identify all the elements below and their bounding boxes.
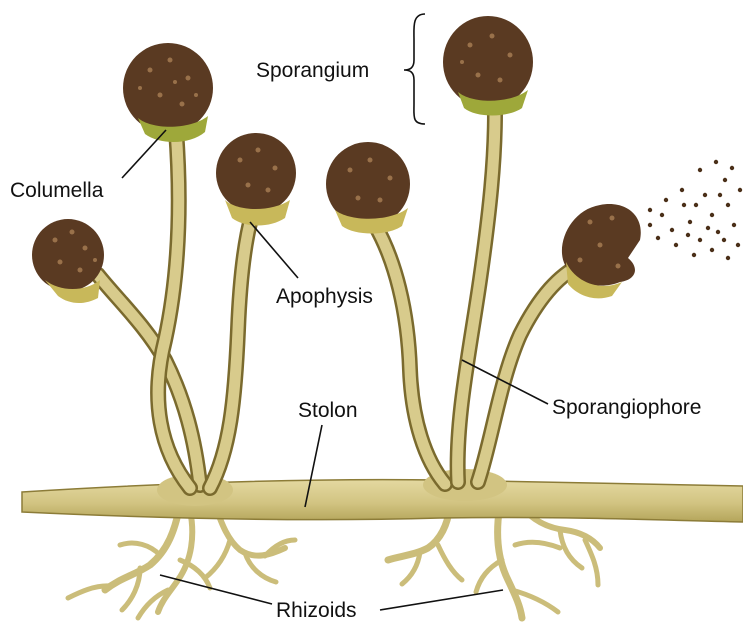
label-sporangium: Sporangium <box>256 59 369 82</box>
sporangium-center <box>326 142 410 234</box>
stolon <box>22 469 743 522</box>
stolon-body <box>22 480 743 522</box>
sporangium-top-left <box>123 43 213 142</box>
apophysis-leader <box>250 222 298 278</box>
sporangium-middle-left <box>216 133 296 226</box>
sporangium-bracket <box>404 14 425 124</box>
rhizoid-left-b <box>68 543 160 610</box>
sporangium-bursting <box>562 204 641 298</box>
label-sporangiophore: Sporangiophore <box>552 396 701 419</box>
sporangiophore-1 <box>98 275 200 485</box>
rhizoid-left-f <box>205 540 295 582</box>
label-columella: Columella <box>10 179 104 202</box>
rhizoids-leader-right <box>380 590 503 610</box>
released-spores <box>648 160 742 260</box>
label-rhizoids: Rhizoids <box>276 599 357 622</box>
columella-leader <box>122 130 166 178</box>
rhizoids-leader-left <box>160 575 272 604</box>
labels: Sporangium Columella Apophysis Stolon Sp… <box>10 59 701 622</box>
sporangium-far-left <box>32 219 104 303</box>
sporangiophore-6 <box>478 265 580 482</box>
label-apophysis: Apophysis <box>276 285 373 308</box>
sporangium-top-right <box>443 16 533 116</box>
label-stolon: Stolon <box>298 399 358 422</box>
